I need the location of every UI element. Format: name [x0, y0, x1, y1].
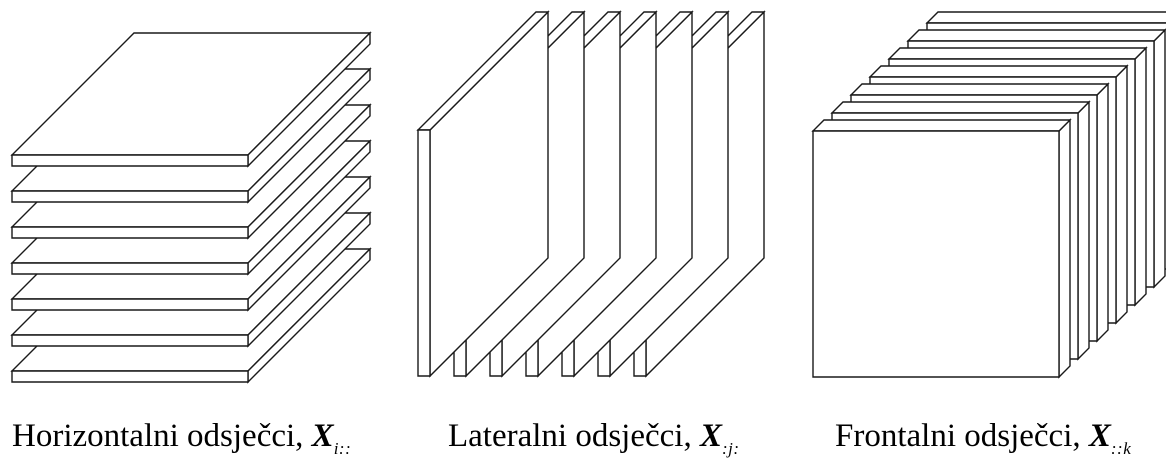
frontal-slice-top: [811, 119, 1072, 132]
frontal-slice-top: [925, 11, 1166, 24]
frontal-slice-side: [1096, 82, 1109, 343]
frontal-slice-side: [1153, 28, 1166, 289]
frontal-slice-top: [849, 83, 1110, 96]
horizontal-slice-front: [11, 154, 249, 167]
frontal-slice-top: [906, 29, 1166, 42]
frontal-slices: [811, 11, 1166, 379]
frontal-slice-top: [887, 47, 1148, 60]
caption-frontal: Frontalni odsječci, X::k: [835, 418, 1132, 458]
frontal-slice-side: [1134, 46, 1147, 307]
frontal-slice-side: [1058, 118, 1071, 379]
horizontal-slice-front: [11, 226, 249, 239]
horizontal-slice-front: [11, 262, 249, 275]
horizontal-slice-front: [11, 370, 249, 383]
horizontal-slice-front: [11, 298, 249, 311]
lateral-slices: [416, 10, 766, 378]
frontal-slice-side: [1115, 64, 1128, 325]
caption-horizontal: Horizontalni odsječci, Xi::: [12, 418, 352, 458]
horizontal-slice-front: [11, 334, 249, 347]
frontal-slice-side: [1077, 100, 1090, 361]
tensor-slices-diagram: [10, 10, 1166, 384]
horizontal-slices: [10, 31, 372, 384]
caption-lateral: Lateralni odsječci, X:j:: [448, 418, 740, 458]
lateral-slice-front: [417, 129, 431, 377]
frontal-slice-face: [812, 130, 1060, 378]
frontal-slice-top: [868, 65, 1129, 78]
frontal-slice-top: [830, 101, 1091, 114]
horizontal-slice-front: [11, 190, 249, 203]
